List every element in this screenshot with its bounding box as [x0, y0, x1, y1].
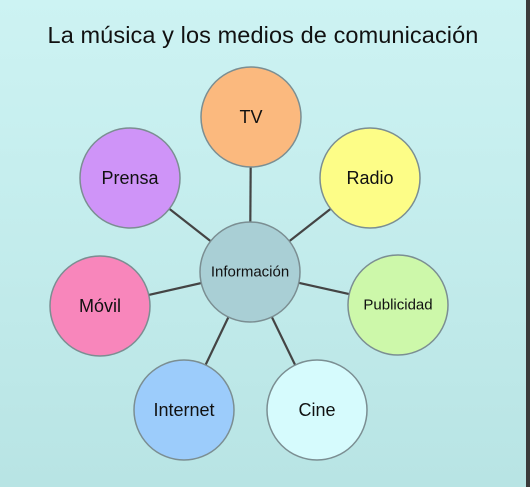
node-circle-prensa — [79, 127, 181, 229]
node-label-movil: Móvil — [79, 296, 121, 316]
node-movil: Móvil — [49, 255, 151, 357]
node-prensa: Prensa — [79, 127, 181, 229]
node-publicidad: Publicidad — [347, 254, 449, 356]
node-label-radio: Radio — [346, 168, 393, 188]
node-label-tv: TV — [239, 107, 262, 127]
node-cine: Cine — [266, 359, 368, 461]
node-circle-tv — [200, 66, 302, 168]
node-label-cine: Cine — [298, 400, 335, 420]
diagram-title: La música y los medios de comunicación — [47, 22, 479, 48]
node-circle-movil — [49, 255, 151, 357]
center-node: Información — [199, 221, 301, 323]
node-label-publicidad: Publicidad — [363, 297, 432, 314]
node-tv: TV — [200, 66, 302, 168]
center-label: Información — [211, 264, 289, 281]
node-label-internet: Internet — [153, 400, 214, 420]
center-circle — [199, 221, 301, 323]
node-circle-internet — [133, 359, 235, 461]
node-radio: Radio — [319, 127, 421, 229]
node-circle-radio — [319, 127, 421, 229]
node-label-prensa: Prensa — [101, 168, 159, 188]
node-circle-publicidad — [347, 254, 449, 356]
node-circle-cine — [266, 359, 368, 461]
node-internet: Internet — [133, 359, 235, 461]
